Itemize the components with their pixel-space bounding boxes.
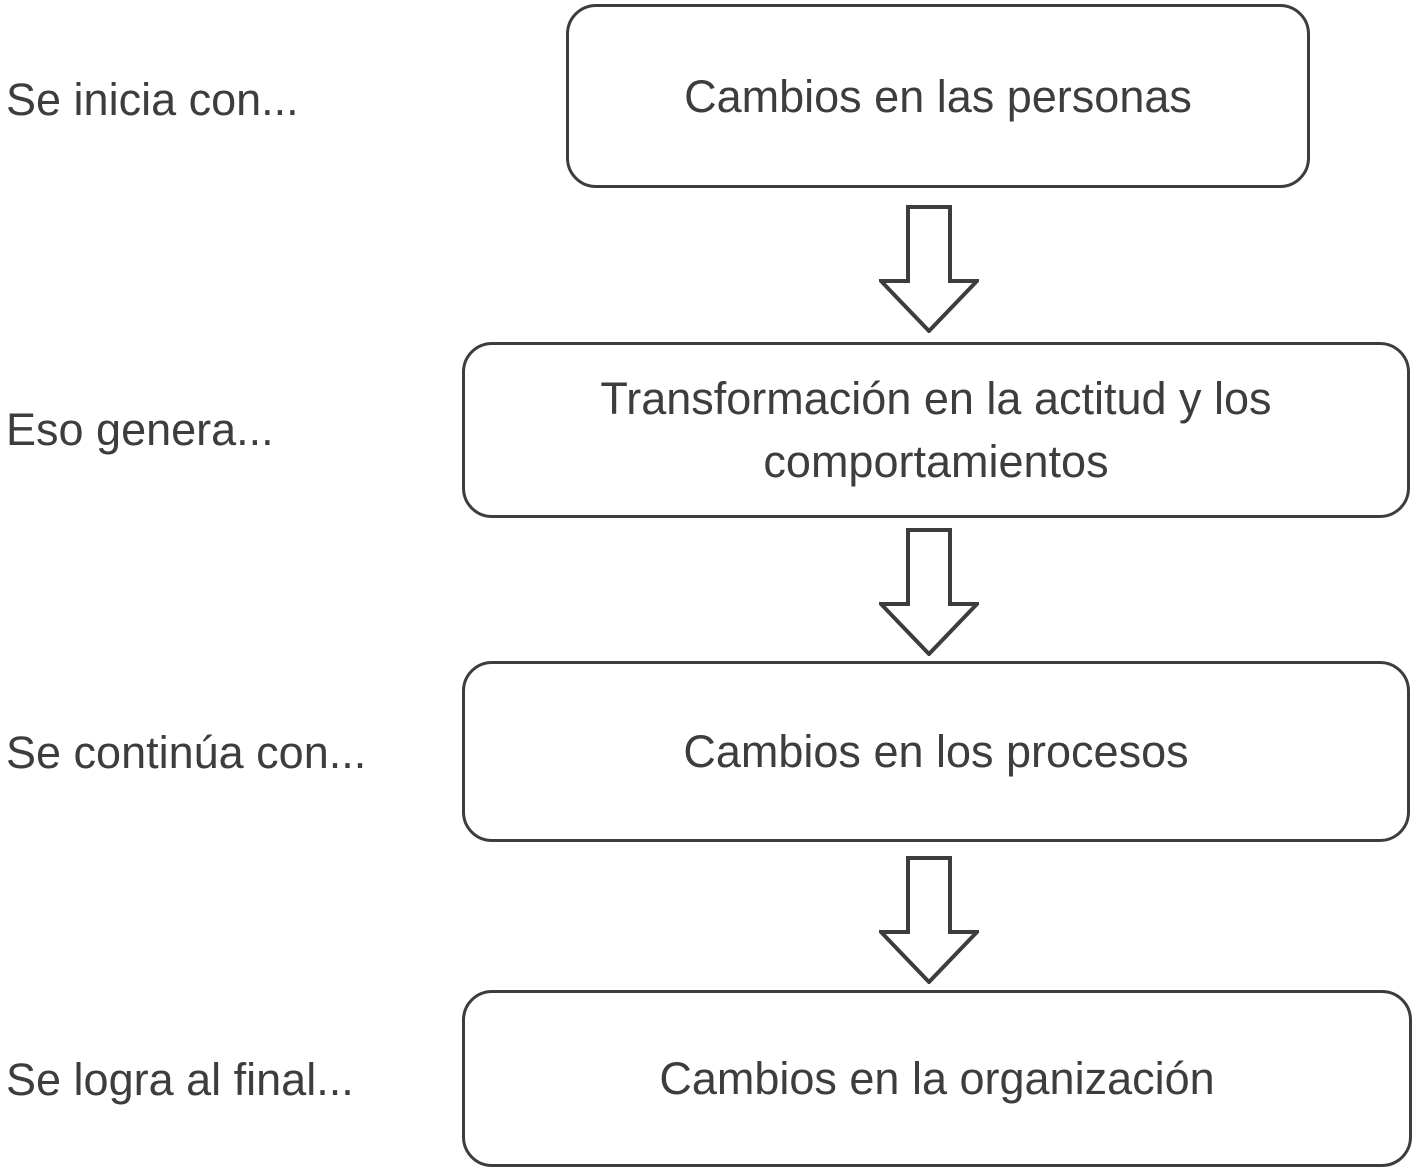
flow-box-transformacion-text: Transformación en la actitud y los compo… — [600, 373, 1272, 487]
flow-box-organizacion-text: Cambios en la organización — [659, 1053, 1215, 1104]
flow-box-organizacion: Cambios en la organización — [462, 990, 1412, 1167]
flow-box-personas: Cambios en las personas — [566, 4, 1310, 188]
flow-box-personas-text: Cambios en las personas — [684, 70, 1192, 122]
down-arrow-icon — [879, 528, 979, 656]
stage-label-se-continua: Se continúa con... — [6, 727, 367, 778]
flow-box-transformacion: Transformación en la actitud y los compo… — [462, 342, 1410, 518]
down-arrow-icon — [879, 205, 979, 333]
down-arrow-icon — [879, 856, 979, 984]
stage-label-eso-genera: Eso genera... — [6, 404, 274, 455]
flow-box-procesos: Cambios en los procesos — [462, 661, 1410, 842]
stage-label-se-logra: Se logra al final... — [6, 1054, 354, 1105]
flow-box-procesos-text: Cambios en los procesos — [683, 726, 1189, 777]
stage-label-se-inicia: Se inicia con... — [6, 74, 299, 125]
